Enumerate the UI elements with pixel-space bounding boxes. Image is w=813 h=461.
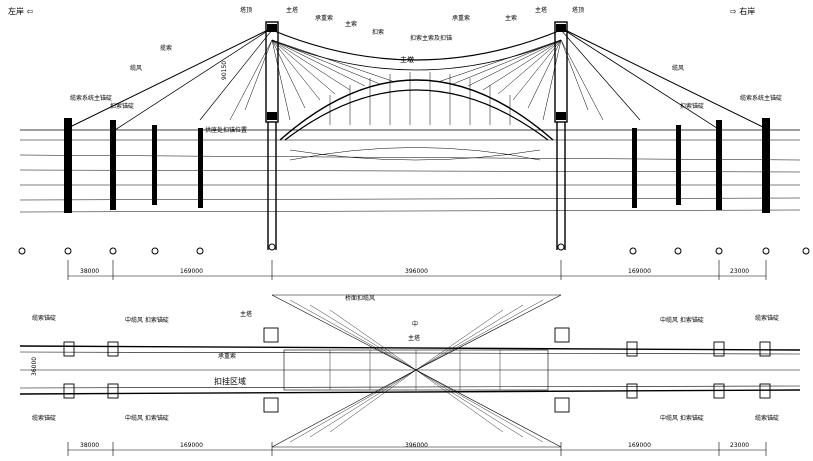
label-tower-top-left: 塔顶	[240, 6, 252, 14]
label-buckle: 扣索	[372, 28, 384, 36]
main-cable	[271, 29, 562, 61]
plan-dim-2: 169000	[180, 442, 203, 449]
plan-label-erection: 扣挂区域	[214, 376, 246, 386]
plan-label-wind-anchor-tr: 缆索锚碇	[755, 314, 779, 322]
label-cable-note: 扣索主索及扣锚	[410, 34, 452, 42]
plan-label-mid-anchor-tr: 中缆风 扣索锚碇	[660, 316, 704, 324]
elevation-view: 左岸 ⇦ ⇨ 右岸	[8, 6, 810, 280]
plan-label-wind-anchor-bl: 缆索锚碇	[32, 414, 56, 422]
label-main-cable-right: 主索	[505, 14, 517, 22]
plan-anchors	[63, 327, 771, 413]
label-carrier-left: 承重索	[315, 14, 333, 22]
plan-dim-4: 169000	[628, 442, 651, 449]
label-wind-cable-left: 揽索	[160, 44, 172, 52]
label-anchor-left-1: 缆索系统主锚碇	[70, 94, 112, 102]
arch-hangers	[329, 72, 511, 125]
plan-label-tower-top: 主塔	[240, 310, 252, 318]
plan-label-carrier: 承重索	[218, 352, 236, 360]
plan-view: 38000 169000 396000 169000 23000 缆索锚碇 缆索…	[19, 294, 801, 456]
plan-dim-3: 396000	[405, 442, 428, 449]
label-anchor-left-2: 扣索锚碇	[110, 102, 134, 110]
plan-dim-5: 23000	[730, 442, 749, 449]
label-carrier-right: 承重索	[452, 14, 470, 22]
plan-dimension-line	[67, 442, 767, 456]
label-tower-top-right: 塔顶	[572, 6, 584, 14]
arch-upper	[279, 79, 554, 141]
elevation-dimension-line	[67, 260, 767, 280]
plan-label-center-top: 中	[412, 320, 418, 328]
corner-right-label: ⇨ 右岸	[730, 6, 755, 16]
buckle-cables-left	[229, 39, 396, 121]
arch-lower	[284, 89, 549, 141]
plan-label-mid-anchor-tl: 中缆风 扣索锚碇	[125, 316, 169, 324]
label-height-dim: 90150	[221, 61, 228, 80]
plan-label-left-width: 36000	[31, 357, 38, 376]
plan-deck	[19, 345, 801, 395]
axis-markers	[18, 243, 810, 255]
plan-dim-1: 38000	[80, 442, 99, 449]
backstay-right	[560, 27, 766, 129]
label-wind-right: 缆风	[672, 64, 684, 72]
plan-label-tower-mid: 主塔	[408, 334, 420, 342]
label-anchor-right-2: 缆索系统主锚碇	[740, 94, 782, 102]
corner-left-label: 左岸 ⇦	[8, 6, 34, 16]
plan-label-fan-note: 桥面扣缆风	[345, 294, 375, 302]
plan-label-mid-anchor-bl: 中缆风 扣索锚碇	[125, 414, 169, 422]
tower-left	[265, 21, 279, 250]
tower-right	[554, 21, 568, 250]
elev-dim-2: 169000	[180, 268, 203, 275]
deck-lines	[19, 129, 801, 213]
plan-fan	[271, 294, 562, 448]
plan-label-wind-anchor-br: 缆索锚碇	[755, 414, 779, 422]
label-tower-right: 主塔	[535, 6, 547, 14]
elev-dim-5: 23000	[730, 268, 749, 275]
label-arch-seat: 拱座处扣锚位置	[205, 126, 247, 134]
label-wind-left: 缆风	[130, 64, 142, 72]
buckle-cables-right	[437, 39, 604, 121]
label-pier-note: 主墩	[400, 55, 414, 64]
label-tower-left: 主塔	[286, 6, 298, 14]
elev-dim-3: 396000	[405, 268, 428, 275]
piers	[64, 118, 770, 213]
backstay-left	[67, 27, 273, 129]
elev-dim-1: 38000	[80, 268, 99, 275]
label-main-cable-left: 主索	[345, 20, 357, 28]
plan-label-wind-anchor-tl: 缆索锚碇	[32, 314, 56, 322]
elev-dim-4: 169000	[628, 268, 651, 275]
plan-label-mid-anchor-br: 中缆风 扣索锚碇	[660, 414, 704, 422]
label-anchor-right-1: 扣索锚碇	[680, 102, 704, 110]
